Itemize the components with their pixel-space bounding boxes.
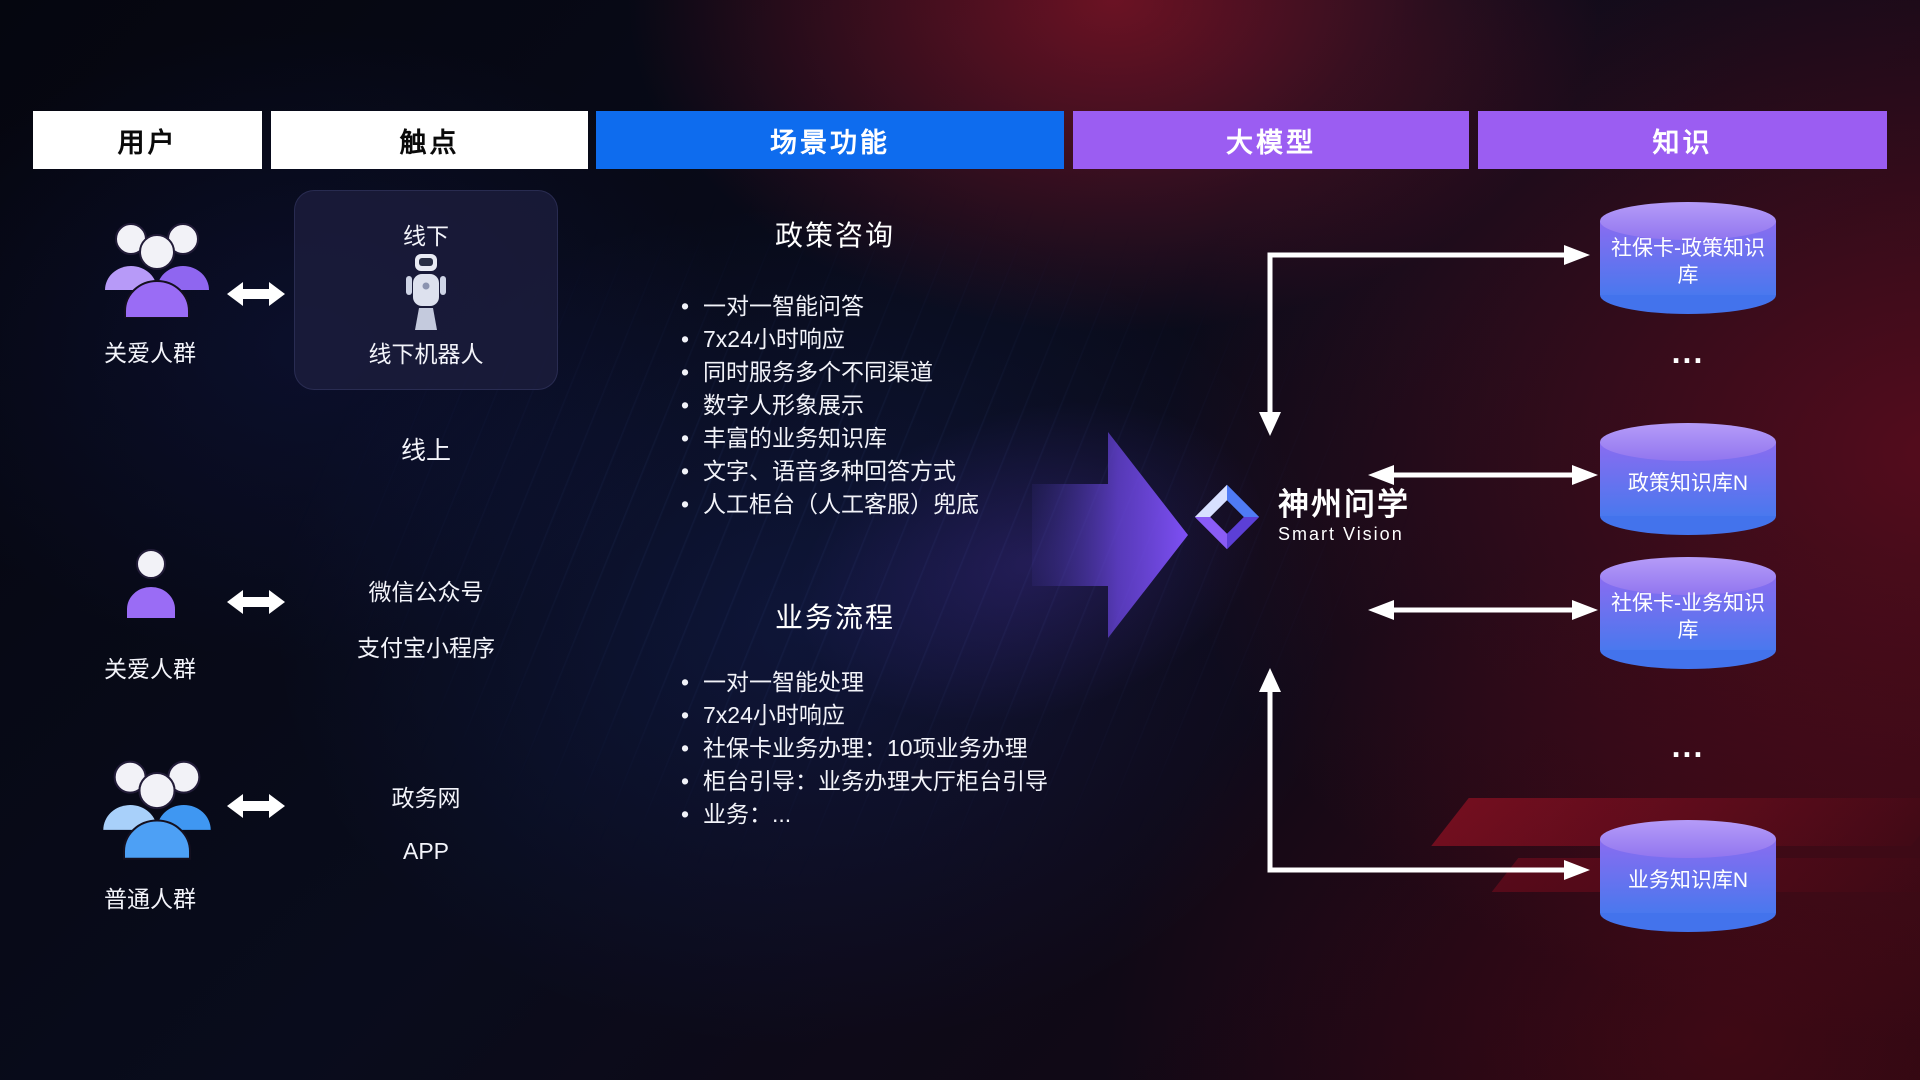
kb-cylinder-sscard-business: 社保卡-业务知识库 bbox=[1600, 557, 1776, 669]
touchpoint-gov: 政务网 bbox=[391, 785, 461, 811]
kb-label: 社保卡-政策知识库 bbox=[1611, 237, 1765, 287]
logo-name: 神州问学 bbox=[1278, 487, 1410, 522]
offline-title: 线下 bbox=[403, 223, 449, 249]
group-people-icon bbox=[105, 223, 209, 318]
double-arrow-icon bbox=[227, 794, 285, 818]
diamond-logo-icon bbox=[1194, 484, 1260, 550]
kb-ellipsis: ... bbox=[1671, 728, 1705, 764]
cylinder-top bbox=[1600, 202, 1776, 240]
list-item: 7x24小时响应 bbox=[677, 699, 1117, 732]
list-item: 一对一智能问答 bbox=[677, 290, 1117, 323]
kb-label: 业务知识库N bbox=[1627, 868, 1749, 892]
person-icon bbox=[127, 549, 175, 618]
header-cell-functions: 场景功能 bbox=[596, 111, 1064, 169]
kb-cylinder-policy-n: 政策知识库N bbox=[1600, 423, 1776, 535]
list-item: 社保卡业务办理：10项业务办理 bbox=[677, 732, 1117, 765]
logo-subtitle: Smart Vision bbox=[1278, 524, 1404, 544]
header-cell-touchpoints: 触点 bbox=[271, 111, 588, 169]
kb-label: 政策知识库N bbox=[1627, 471, 1749, 495]
arrow-model-db1 bbox=[1267, 252, 1566, 414]
list-item: 文字、语音多种回答方式 bbox=[677, 455, 1117, 488]
header-cell-knowledge: 知识 bbox=[1478, 111, 1887, 169]
cylinder-top bbox=[1600, 423, 1776, 461]
list-item: 7x24小时响应 bbox=[677, 323, 1117, 356]
user-group3-label: 普通人群 bbox=[104, 886, 196, 912]
user-group2-label: 关爱人群 bbox=[104, 656, 196, 682]
user-group1-label: 关爱人群 bbox=[104, 340, 196, 366]
group-people-icon bbox=[103, 760, 211, 860]
touchpoint-app: APP bbox=[402, 838, 450, 864]
kb-cylinder-sscard-policy: 社保卡-政策知识库 bbox=[1600, 202, 1776, 314]
arrow-model-db4 bbox=[1267, 690, 1566, 873]
list-item: 柜台引导：业务办理大厅柜台引导 bbox=[677, 765, 1117, 798]
kb-ellipsis: ... bbox=[1671, 334, 1705, 370]
list-item: 人工柜台（人工客服）兜底 bbox=[677, 488, 1117, 521]
logo-text: 神州问学 Smart Vision bbox=[1278, 488, 1410, 546]
offline-robot-label: 线下机器人 bbox=[368, 341, 484, 367]
kb-label: 社保卡-业务知识库 bbox=[1611, 592, 1765, 642]
kb-cylinder-business-n: 业务知识库N bbox=[1600, 820, 1776, 932]
touchpoint-wechat: 微信公众号 bbox=[368, 579, 484, 605]
touchpoint-alipay: 支付宝小程序 bbox=[357, 635, 495, 661]
business-section-title: 业务流程 bbox=[774, 602, 895, 633]
header-cell-model: 大模型 bbox=[1073, 111, 1469, 169]
list-item: 业务：... bbox=[677, 798, 1117, 831]
online-title: 线上 bbox=[400, 437, 451, 465]
policy-section-title: 政策咨询 bbox=[774, 220, 895, 251]
header-cell-users: 用户 bbox=[33, 111, 262, 169]
arrowheads bbox=[1259, 245, 1598, 880]
robot-icon bbox=[406, 254, 446, 330]
list-item: 数字人形象展示 bbox=[677, 389, 1117, 422]
business-items-list: 一对一智能处理 7x24小时响应 社保卡业务办理：10项业务办理 柜台引导：业务… bbox=[677, 666, 1117, 831]
list-item: 丰富的业务知识库 bbox=[677, 422, 1117, 455]
list-item: 一对一智能处理 bbox=[677, 666, 1117, 699]
double-arrow-icon bbox=[227, 590, 285, 614]
double-arrow-icon bbox=[227, 282, 285, 306]
smart-vision-logo: 神州问学 Smart Vision bbox=[1192, 482, 1410, 552]
list-item: 同时服务多个不同渠道 bbox=[677, 356, 1117, 389]
policy-items-list: 一对一智能问答 7x24小时响应 同时服务多个不同渠道 数字人形象展示 丰富的业… bbox=[677, 290, 1117, 521]
cylinder-top bbox=[1600, 557, 1776, 595]
